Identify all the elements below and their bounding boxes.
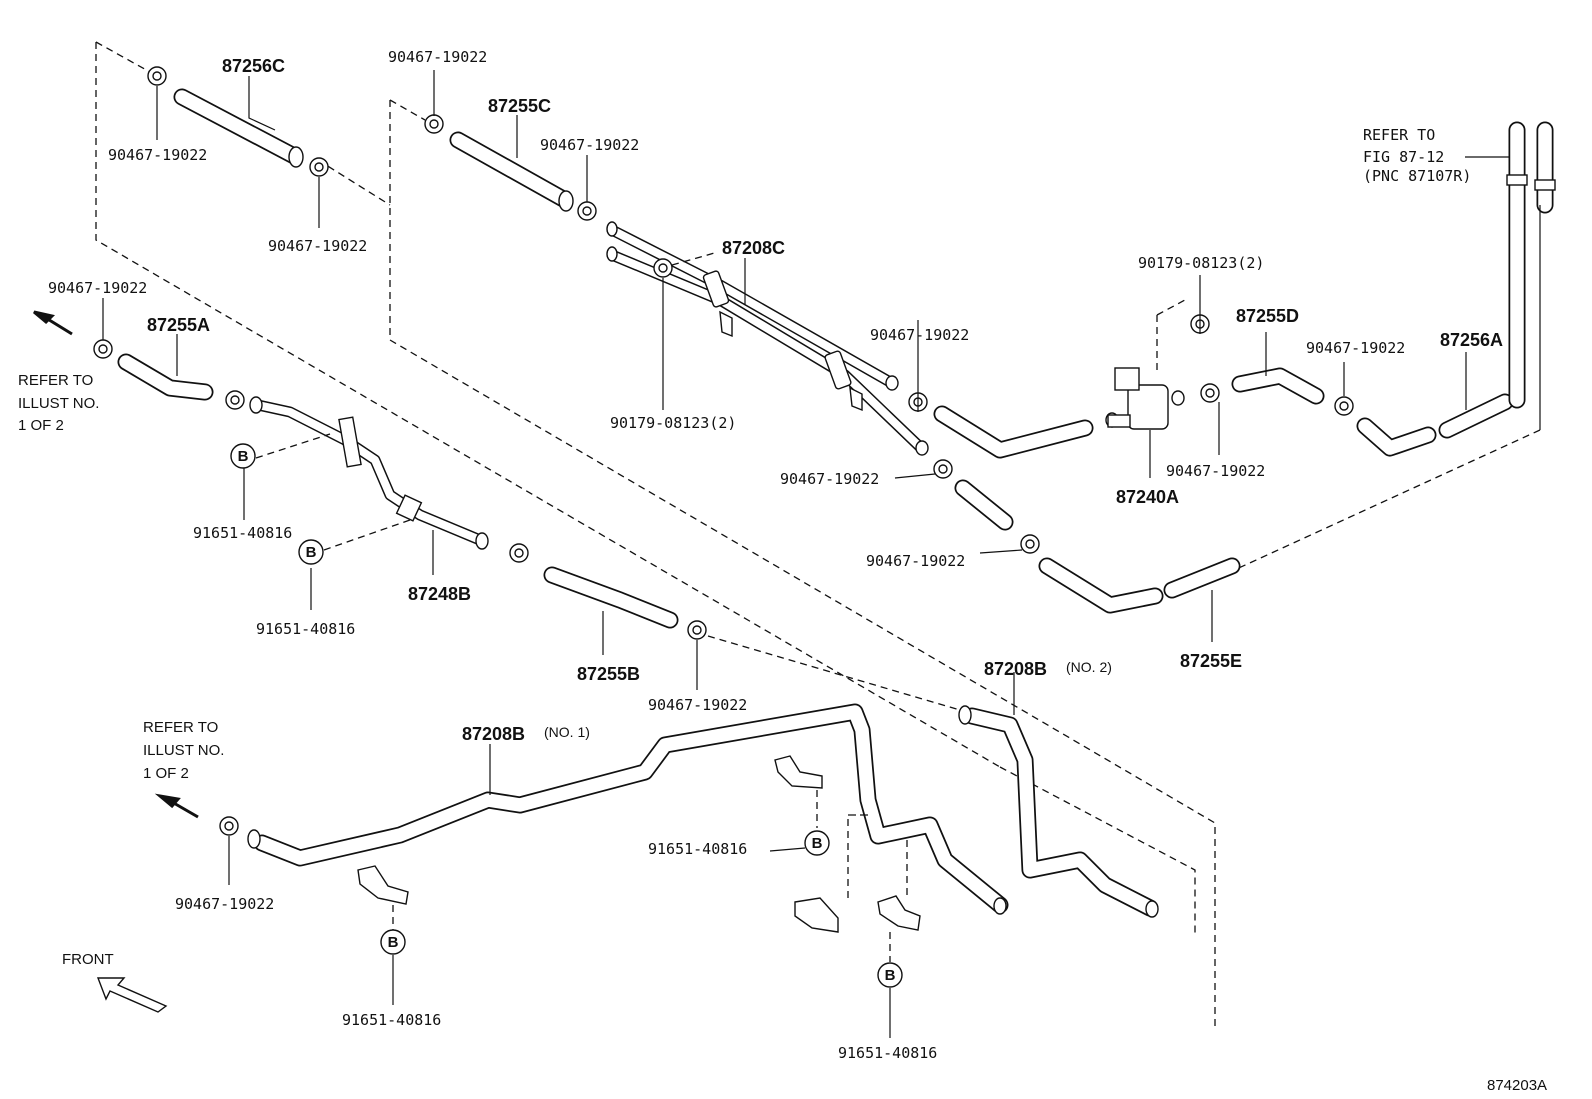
figure-code: 874203A	[1487, 1077, 1547, 1094]
label-87208B-no2-sub: (NO. 2)	[1066, 659, 1112, 675]
pipe-87208C	[606, 221, 929, 456]
label-87240A: 87240A	[1116, 487, 1179, 507]
note-refer-top-line2: FIG 87-12	[1363, 148, 1444, 166]
arrow-icons	[33, 310, 199, 1013]
hose-87256A	[1356, 393, 1514, 457]
front-arrow-icon	[96, 977, 168, 1013]
pipe-87208B-no2	[958, 705, 1159, 918]
label-bolt-3: 91651-40816	[648, 840, 747, 858]
label-87208B-no1-sub: (NO. 1)	[544, 724, 590, 740]
hose-87255A	[117, 353, 214, 401]
valve-87240A	[1105, 367, 1185, 430]
label-nut-2: 90179-08123(2)	[610, 414, 736, 432]
note-refer-low-line2: ILLUST NO.	[143, 742, 224, 759]
label-clamp-8: 90467-19022	[780, 470, 879, 488]
group-outline-left	[95, 41, 1001, 768]
bracket-clamps	[357, 755, 921, 933]
label-bolt-5: 91651-40816	[838, 1044, 937, 1062]
note-refer-left-line3: 1 OF 2	[18, 417, 64, 434]
hose-87255E	[1038, 557, 1241, 614]
pipe-87208B-no1	[247, 703, 1009, 915]
label-clamp-1: 90467-19022	[388, 48, 487, 66]
hose-clamp-icons	[93, 66, 1354, 836]
label-clamp-3: 90467-19022	[540, 136, 639, 154]
label-87208C: 87208C	[722, 238, 785, 258]
hose-short-lower	[954, 479, 1014, 531]
label-clamp-9: 90467-19022	[1166, 462, 1265, 480]
label-nut-1: 90179-08123(2)	[1138, 254, 1264, 272]
hose-upper-mid	[933, 405, 1094, 459]
leader-lines	[102, 70, 1510, 1038]
label-87256C: 87256C	[222, 56, 285, 76]
label-87255B: 87255B	[577, 664, 640, 684]
label-87255C: 87255C	[488, 96, 551, 116]
bolt-marker-2: B	[306, 544, 317, 561]
label-bolt-4: 91651-40816	[342, 1011, 441, 1029]
bolt-markers: B B B B B	[230, 443, 903, 988]
label-clamp-2: 90467-19022	[108, 146, 207, 164]
pipe-refer-top-right	[1506, 121, 1556, 430]
bolt-marker-3: B	[812, 835, 823, 852]
hose-87256C	[173, 88, 304, 168]
label-87255E: 87255E	[1180, 651, 1242, 671]
label-bolt-2: 91651-40816	[256, 620, 355, 638]
label-clamp-12: 90467-19022	[175, 895, 274, 913]
label-clamp-11: 90467-19022	[648, 696, 747, 714]
label-87208B-no1: 87208B	[462, 724, 525, 744]
label-clamp-5: 90467-19022	[48, 279, 147, 297]
front-label: FRONT	[62, 951, 114, 968]
label-87248B: 87248B	[408, 584, 471, 604]
note-refer-low-line1: REFER TO	[143, 719, 218, 736]
hose-87255B	[543, 566, 679, 629]
note-refer-left-line2: ILLUST NO.	[18, 395, 99, 412]
note-refer-low-line3: 1 OF 2	[143, 765, 189, 782]
bolt-marker-5: B	[885, 967, 896, 984]
label-87255D: 87255D	[1236, 306, 1299, 326]
bolt-marker-1: B	[238, 448, 249, 465]
label-87208B-no2: 87208B	[984, 659, 1047, 679]
label-87255A: 87255A	[147, 315, 210, 335]
group-outline-middle	[389, 99, 1216, 1027]
note-refer-top-line3: (PNC 87107R)	[1363, 167, 1471, 185]
hose-87255D	[1231, 367, 1325, 405]
pipe-87248B	[249, 396, 489, 550]
label-clamp-10: 90467-19022	[866, 552, 965, 570]
group-outline-right	[1156, 299, 1541, 573]
label-bolt-1: 91651-40816	[193, 524, 292, 542]
label-clamp-7: 90467-19022	[1306, 339, 1405, 357]
label-clamp-4: 90467-19022	[268, 237, 367, 255]
label-87256A: 87256A	[1440, 330, 1503, 350]
label-clamp-6: 90467-19022	[870, 326, 969, 344]
note-refer-left-line1: REFER TO	[18, 372, 93, 389]
bolt-marker-4: B	[388, 934, 399, 951]
hose-87255C	[449, 131, 574, 212]
note-refer-top-line1: REFER TO	[1363, 126, 1435, 144]
